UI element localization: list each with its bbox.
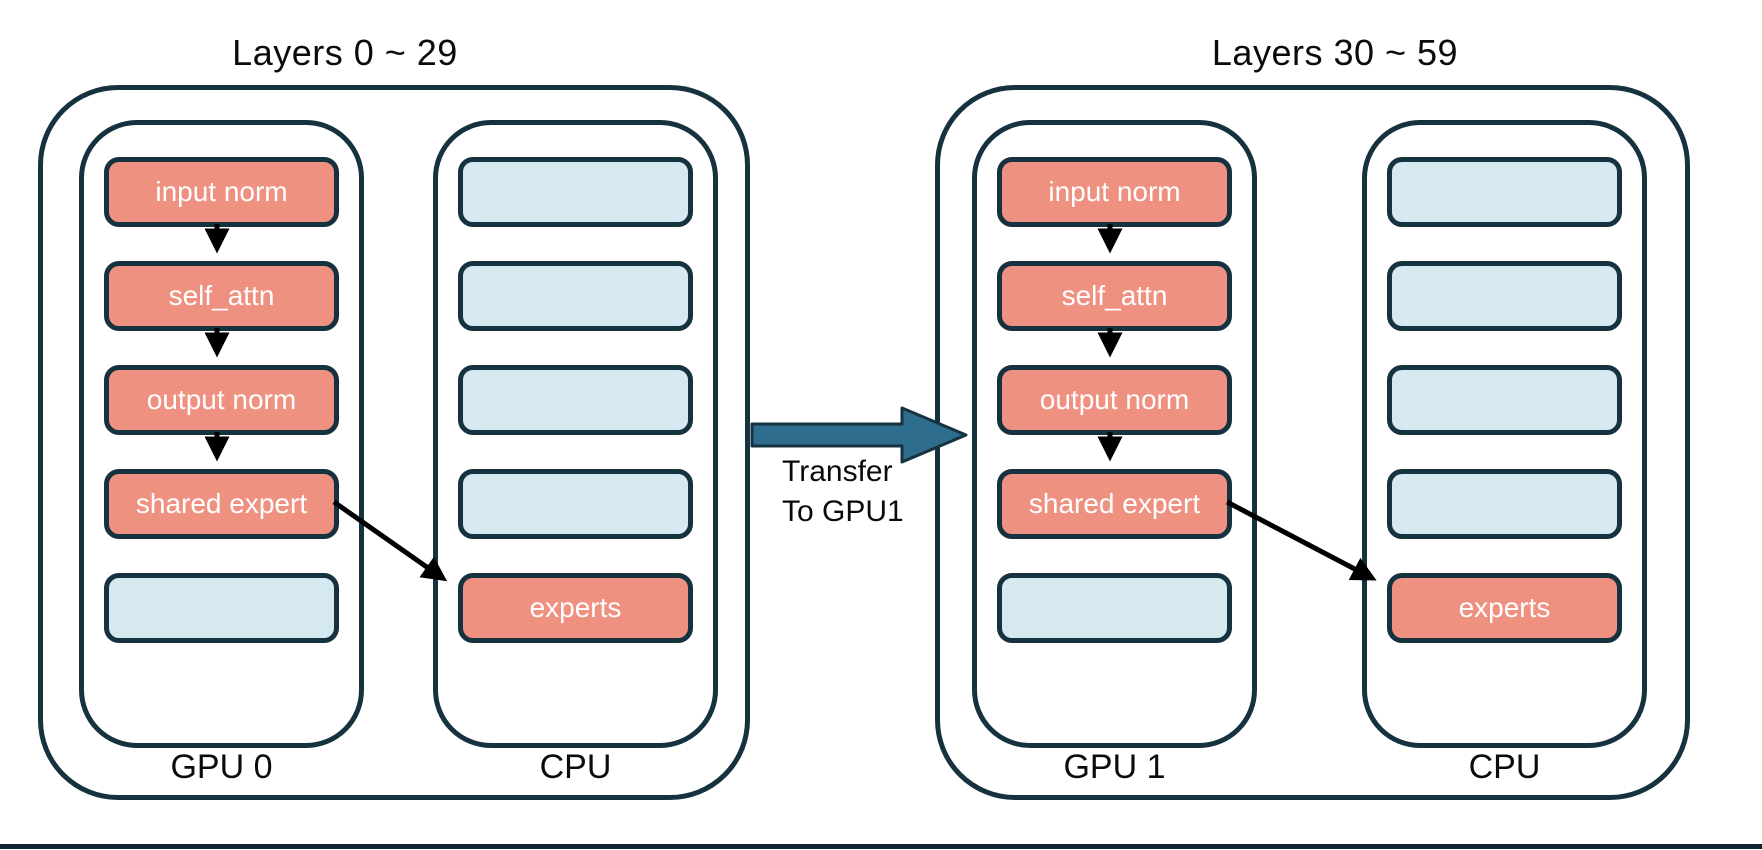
empty-slot-box: [997, 573, 1232, 643]
shared-expert-box: shared expert: [997, 469, 1232, 539]
layers-title-right: Layers 30 ~ 59: [1211, 32, 1459, 73]
bottom-bar: [0, 844, 1762, 849]
node-group-0: input norm self_attn output norm shared …: [38, 85, 750, 800]
self-attn-box: self_attn: [104, 261, 339, 331]
layers-title-left: Layers 0 ~ 29: [232, 32, 458, 73]
cpu1-column: experts: [1362, 120, 1647, 748]
shared-expert-box: shared expert: [104, 469, 339, 539]
cpu0-label: CPU: [539, 748, 612, 786]
transfer-label-line1: Transfer: [782, 455, 893, 488]
node-group-1: input norm self_attn output norm shared …: [935, 85, 1690, 800]
empty-slot-box: [1387, 365, 1622, 435]
self-attn-label: self_attn: [1061, 280, 1168, 311]
gpu0-column: input norm self_attn output norm shared …: [79, 120, 364, 748]
shared-expert-label: shared expert: [1028, 488, 1201, 519]
empty-slot-box: [458, 261, 693, 331]
experts-box: experts: [458, 573, 693, 643]
empty-slot-box: [458, 157, 693, 227]
gpu0-label: GPU 0: [170, 748, 273, 786]
output-norm-label: output norm: [146, 384, 297, 415]
input-norm-label: input norm: [155, 176, 288, 207]
output-norm-box: output norm: [997, 365, 1232, 435]
gpu1-column: input norm self_attn output norm shared …: [972, 120, 1257, 748]
transfer-label: Transfer To GPU1: [782, 452, 904, 532]
shared-expert-label: shared expert: [135, 488, 308, 519]
input-norm-label: input norm: [1048, 176, 1181, 207]
input-norm-box: input norm: [104, 157, 339, 227]
gpu1-label: GPU 1: [1063, 748, 1166, 786]
empty-slot-box: [1387, 469, 1622, 539]
experts-label: experts: [1458, 592, 1551, 623]
self-attn-box: self_attn: [997, 261, 1232, 331]
output-norm-label: output norm: [1039, 384, 1190, 415]
self-attn-label: self_attn: [168, 280, 275, 311]
transfer-label-line2: To GPU1: [782, 495, 904, 528]
experts-label: experts: [529, 592, 622, 623]
empty-slot-box: [104, 573, 339, 643]
empty-slot-box: [458, 469, 693, 539]
empty-slot-box: [1387, 157, 1622, 227]
experts-box: experts: [1387, 573, 1622, 643]
empty-slot-box: [458, 365, 693, 435]
empty-slot-box: [1387, 261, 1622, 331]
output-norm-box: output norm: [104, 365, 339, 435]
cpu0-column: experts: [433, 120, 718, 748]
cpu1-label: CPU: [1468, 748, 1541, 786]
input-norm-box: input norm: [997, 157, 1232, 227]
